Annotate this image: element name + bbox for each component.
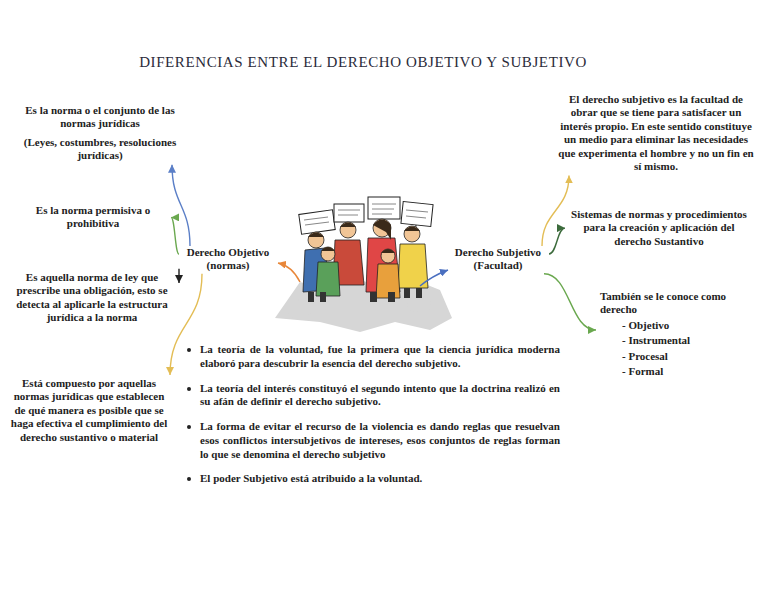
text-node: Está compuesto por aquellas normas juríd… — [10, 377, 168, 444]
note-text: La teoría del interés constituyó el segu… — [200, 382, 560, 408]
bullet-item: La teoría de la voluntad, fue la primera… — [184, 343, 560, 371]
bullet-dot — [187, 477, 191, 481]
node-text: Es aquella norma de ley que prescribe un… — [8, 271, 176, 325]
text-node: Sistemas de normas y procedimientos para… — [568, 208, 750, 248]
node-text: Está compuesto por aquellas normas juríd… — [10, 377, 168, 444]
bullet-dot — [187, 348, 191, 352]
bullet-list: La teoría de la voluntad, fue la primera… — [184, 343, 560, 497]
bullet-item: El poder Subjetivo está atribuido a la v… — [184, 472, 560, 486]
node-text: Sistemas de normas y procedimientos para… — [568, 208, 750, 248]
connector-curve — [171, 217, 179, 254]
text-node: Es la norma o el conjunto de las normas … — [14, 104, 186, 163]
node-text: El derecho subjetivo es la facultad de o… — [555, 93, 757, 173]
hub-node: Derecho Subjetivo (Facultad) — [448, 246, 548, 273]
text-node: Es aquella norma de ley que prescribe un… — [8, 271, 176, 325]
node-text: Derecho Objetivo (normas) — [180, 246, 276, 273]
node-text: - Instrumental — [600, 334, 750, 347]
bullet-dot — [187, 387, 191, 391]
connector-curve — [549, 228, 565, 254]
note-text: La teoría de la voluntad, fue la primera… — [200, 343, 560, 369]
node-text: Es la norma o el conjunto de las normas … — [14, 104, 186, 131]
connector-curve — [178, 269, 179, 283]
bullet-dot — [187, 425, 191, 429]
node-text: - Procesal — [600, 350, 750, 363]
bullet-item: La teoría del interés constituyó el segu… — [184, 382, 560, 410]
node-text: Es la norma permisiva o prohibitiva — [18, 204, 168, 231]
title: DIFERENCIAS ENTRE EL DERECHO OBJETIVO Y … — [0, 54, 726, 71]
node-text: - Objetivo — [600, 319, 750, 332]
node-text: - Formal — [600, 365, 750, 378]
connector-curve — [544, 274, 596, 330]
hub-node: Derecho Objetivo (normas) — [180, 246, 276, 273]
node-text: (Leyes, costumbres, resoluciones jurídic… — [14, 136, 186, 163]
connector-curve — [170, 274, 202, 375]
node-text: Derecho Subjetivo (Facultad) — [448, 246, 548, 273]
text-node: Es la norma permisiva o prohibitiva — [18, 204, 168, 231]
bullet-item: La forma de evitar el recurso de la viol… — [184, 420, 560, 461]
text-node: También se le conoce como derecho - Objet… — [600, 290, 750, 378]
note-text: La forma de evitar el recurso de la viol… — [200, 420, 560, 460]
note-text: El poder Subjetivo está atribuido a la v… — [200, 472, 422, 484]
connector-curve — [542, 175, 569, 246]
node-text: También se le conoce como derecho — [600, 290, 750, 317]
text-node: El derecho subjetivo es la facultad de o… — [555, 93, 757, 173]
